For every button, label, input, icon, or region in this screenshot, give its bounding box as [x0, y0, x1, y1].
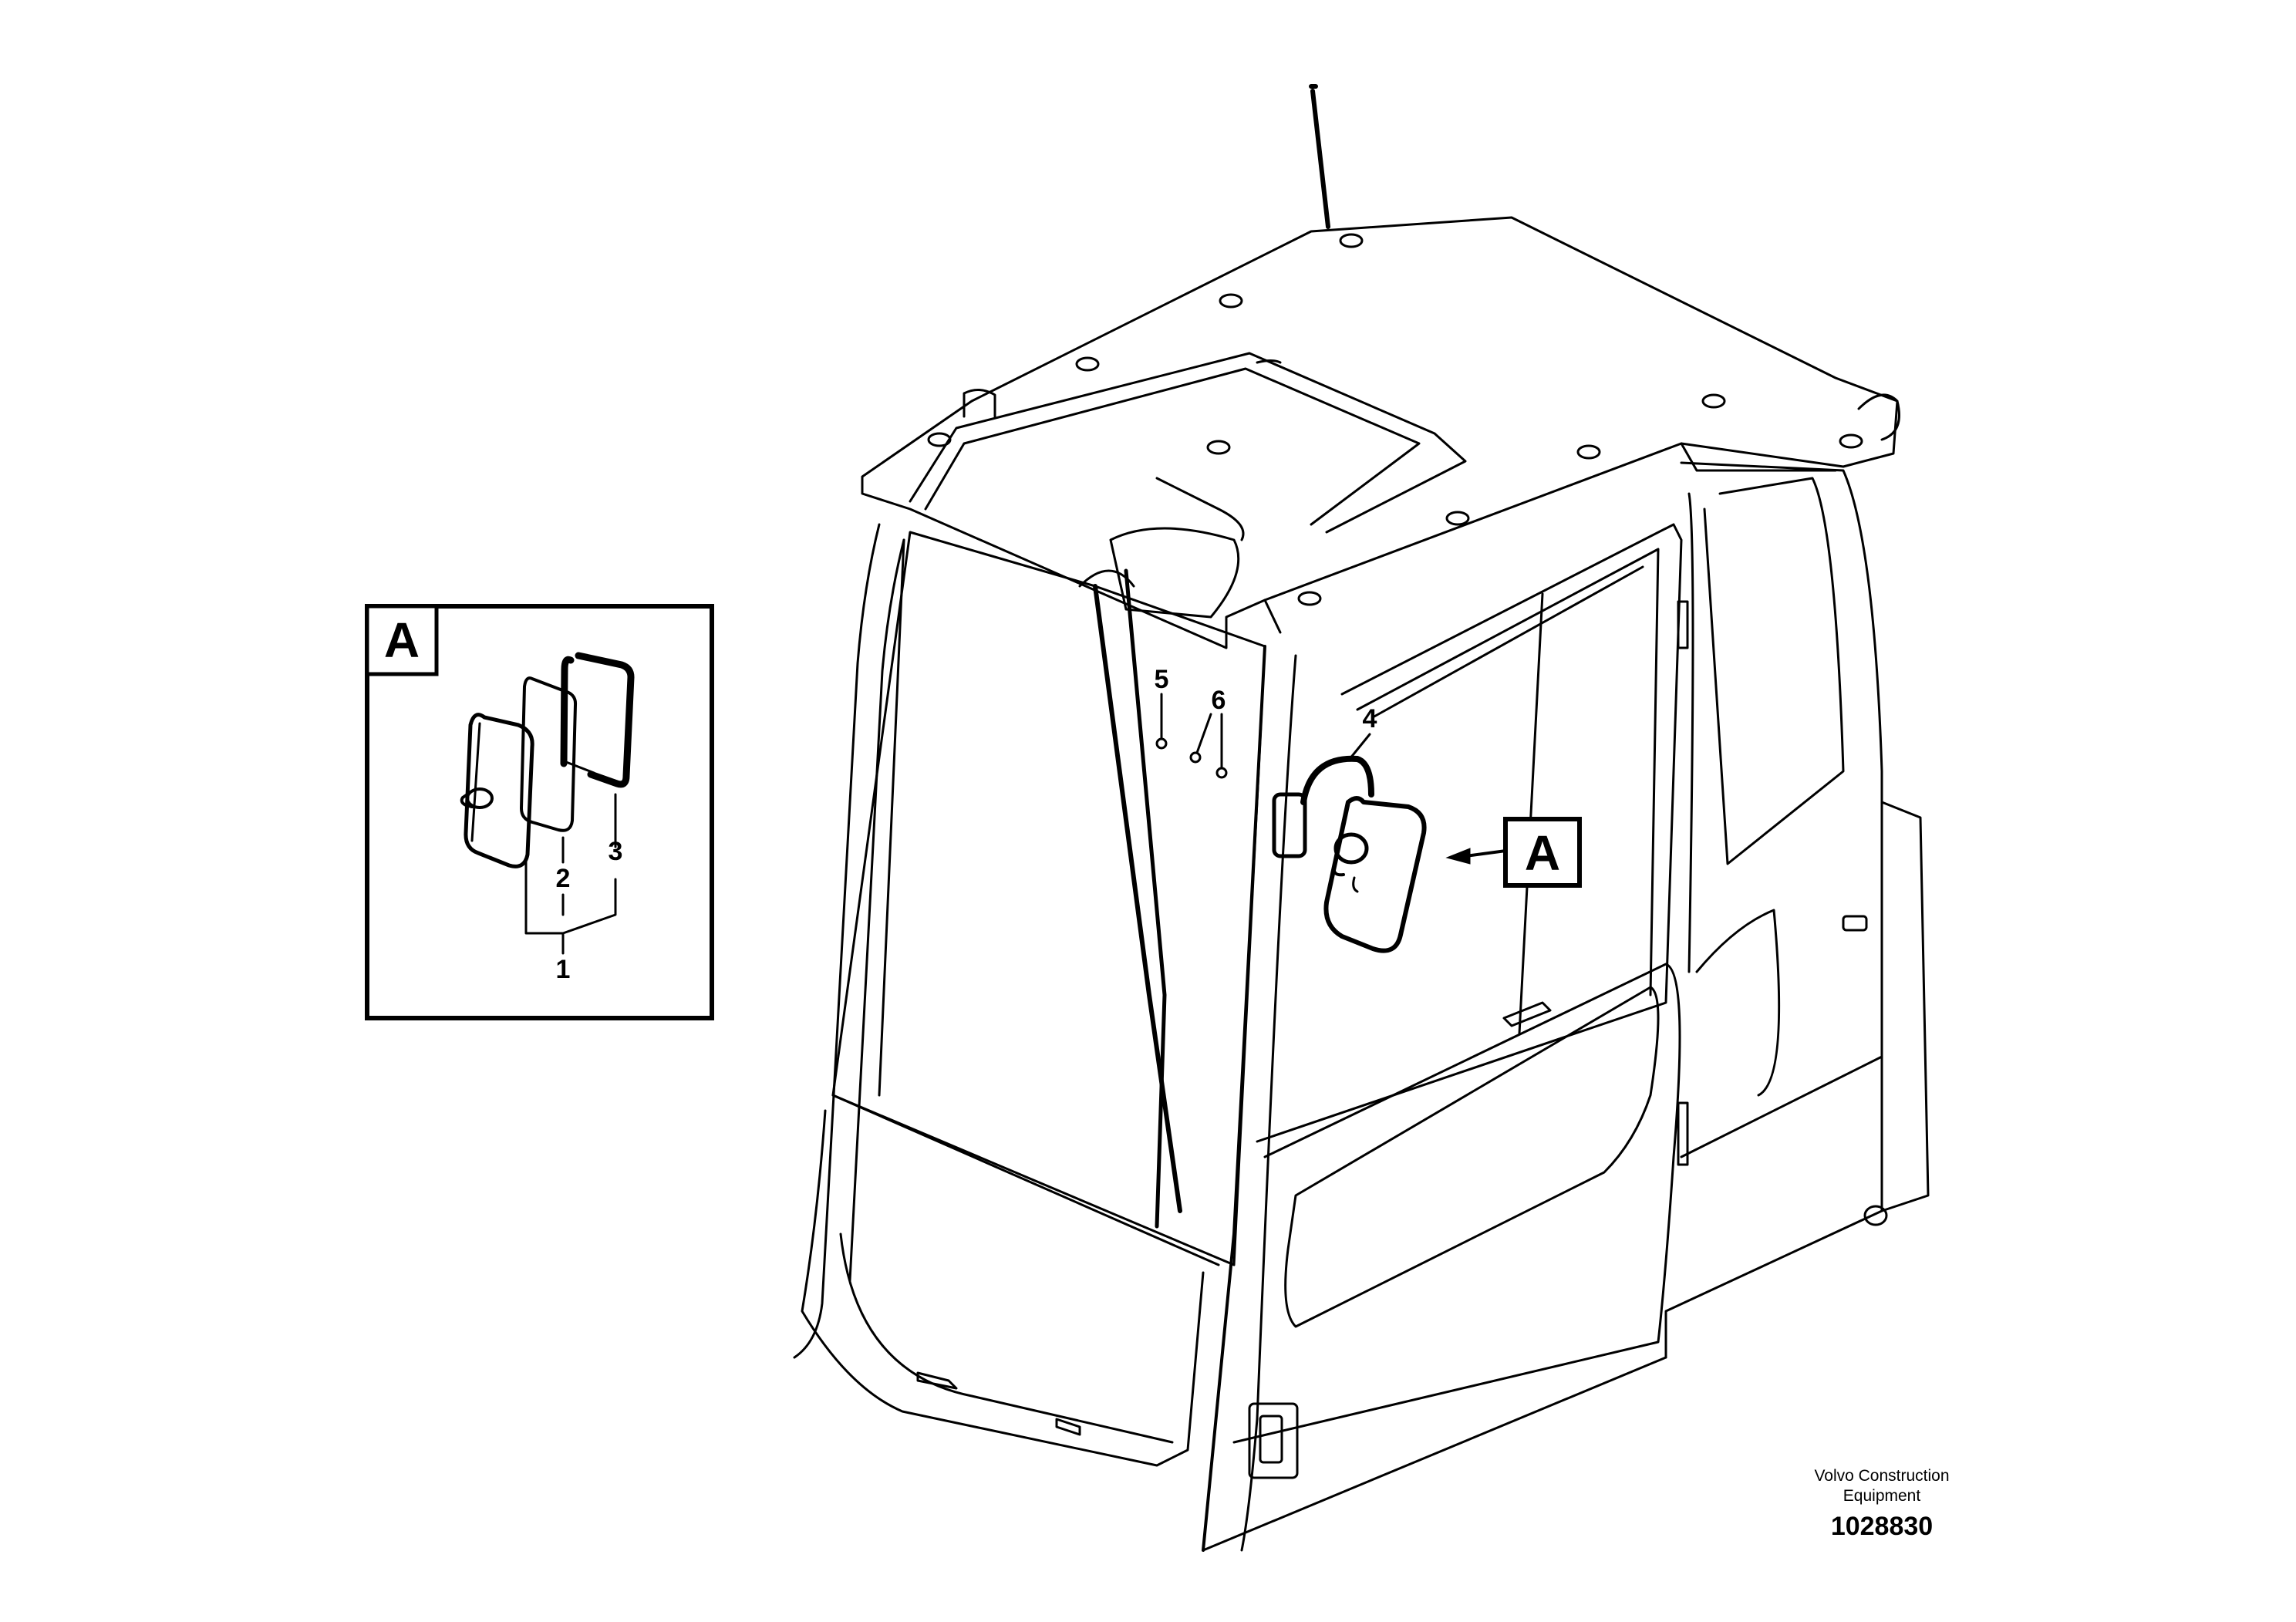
callout-3: 3 — [609, 837, 623, 866]
callout-6: 6 — [1212, 686, 1226, 715]
cab-drawing — [793, 84, 1930, 1552]
mirror-head — [1323, 796, 1427, 953]
company-line-2: Equipment — [1843, 1487, 1921, 1505]
door-front-pillar — [1202, 645, 1266, 1552]
detail-reference-tag-box — [1503, 817, 1582, 888]
door-lock-plate — [1248, 1402, 1299, 1479]
detail-tag-box — [365, 604, 439, 676]
wiper-arm — [1093, 584, 1182, 1213]
cab-rear-section — [1664, 461, 1883, 1359]
main-callouts: 4 5 6 A — [1155, 665, 1582, 888]
skylight-frame — [909, 352, 1467, 534]
company-line-1: Volvo Construction — [1814, 1467, 1949, 1485]
mirror-housing-drawing — [460, 713, 534, 868]
drawing-number: 1028830 — [1831, 1512, 1933, 1541]
callout-4: 4 — [1363, 704, 1377, 733]
lower-front-panel — [801, 1109, 1205, 1467]
callout-2: 2 — [556, 864, 571, 893]
mirror-assembly-drawing — [1272, 755, 1427, 953]
mirror-glass-drawing — [520, 676, 578, 832]
door-handle — [1502, 1001, 1552, 1027]
detail-view-a: A 2 3 1 — [365, 604, 714, 1020]
cab-roof — [861, 216, 1899, 649]
callout-1: 1 — [556, 955, 571, 984]
antenna — [1310, 89, 1330, 229]
door-window-frame — [1256, 523, 1683, 1143]
drawing-footer: Volvo Construction Equipment 1028830 — [1814, 1467, 1949, 1541]
detail-leader-lines — [524, 793, 617, 955]
door-lower-panel — [1232, 963, 1681, 1444]
front-left-pillar — [793, 523, 881, 1359]
detail-reference-tag: A — [1525, 825, 1560, 881]
detail-tag-label: A — [384, 612, 420, 668]
mirror-seal-drawing — [560, 652, 635, 788]
callout-5: 5 — [1155, 665, 1169, 694]
windshield-frame — [831, 531, 1266, 1266]
roof-bolts — [927, 233, 1863, 606]
